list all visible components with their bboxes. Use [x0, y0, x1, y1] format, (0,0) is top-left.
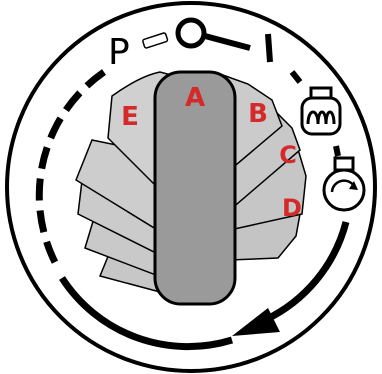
- position-label-b: B: [248, 99, 268, 129]
- position-label-c: C: [279, 141, 297, 169]
- on-symbol: [268, 34, 270, 62]
- park-symbol: P: [108, 32, 130, 73]
- dash-right: [336, 146, 338, 156]
- position-label-a: A: [185, 83, 205, 113]
- position-label-e: E: [121, 102, 139, 132]
- position-label-d: D: [282, 194, 302, 222]
